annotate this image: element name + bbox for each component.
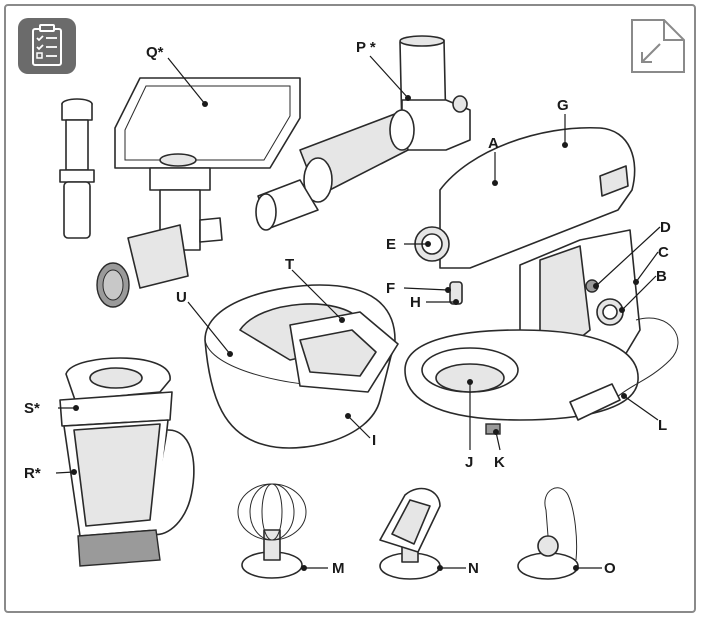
food-pusher <box>59 98 95 239</box>
flat-beater-tool <box>379 487 441 580</box>
page-corner-arrow-icon <box>631 19 685 73</box>
label-a: A <box>488 135 499 152</box>
label-q: Q* <box>146 44 164 61</box>
label-s: S* <box>24 400 40 417</box>
label-l: L <box>658 417 667 434</box>
meat-grinder <box>96 77 301 308</box>
label-p: P * <box>356 39 376 56</box>
label-i: I <box>372 432 376 449</box>
whisk-tool <box>237 483 307 579</box>
diagram-frame <box>4 4 696 613</box>
label-b: B <box>656 268 667 285</box>
label-h: H <box>410 294 421 311</box>
label-g: G <box>557 97 569 114</box>
blender-jar <box>59 357 195 567</box>
label-d: D <box>660 219 671 236</box>
leader-lines <box>55 55 661 571</box>
grater-attachment <box>255 35 471 231</box>
mixer-body <box>404 126 679 435</box>
part-labels: Q* P * G A E D C B F H T U I J K L S* R*… <box>24 39 671 577</box>
checklist-icon <box>18 18 76 74</box>
label-t: T <box>285 256 294 273</box>
label-m: M <box>332 560 345 577</box>
label-e: E <box>386 236 396 253</box>
dough-hook-tool <box>517 487 579 580</box>
label-o: O <box>604 560 616 577</box>
label-n: N <box>468 560 479 577</box>
label-f: F <box>386 280 395 297</box>
label-r: R* <box>24 465 41 482</box>
label-k: K <box>494 454 505 471</box>
mixing-bowl <box>204 284 399 449</box>
label-u: U <box>176 289 187 306</box>
label-j: J <box>465 454 473 471</box>
label-c: C <box>658 244 669 261</box>
